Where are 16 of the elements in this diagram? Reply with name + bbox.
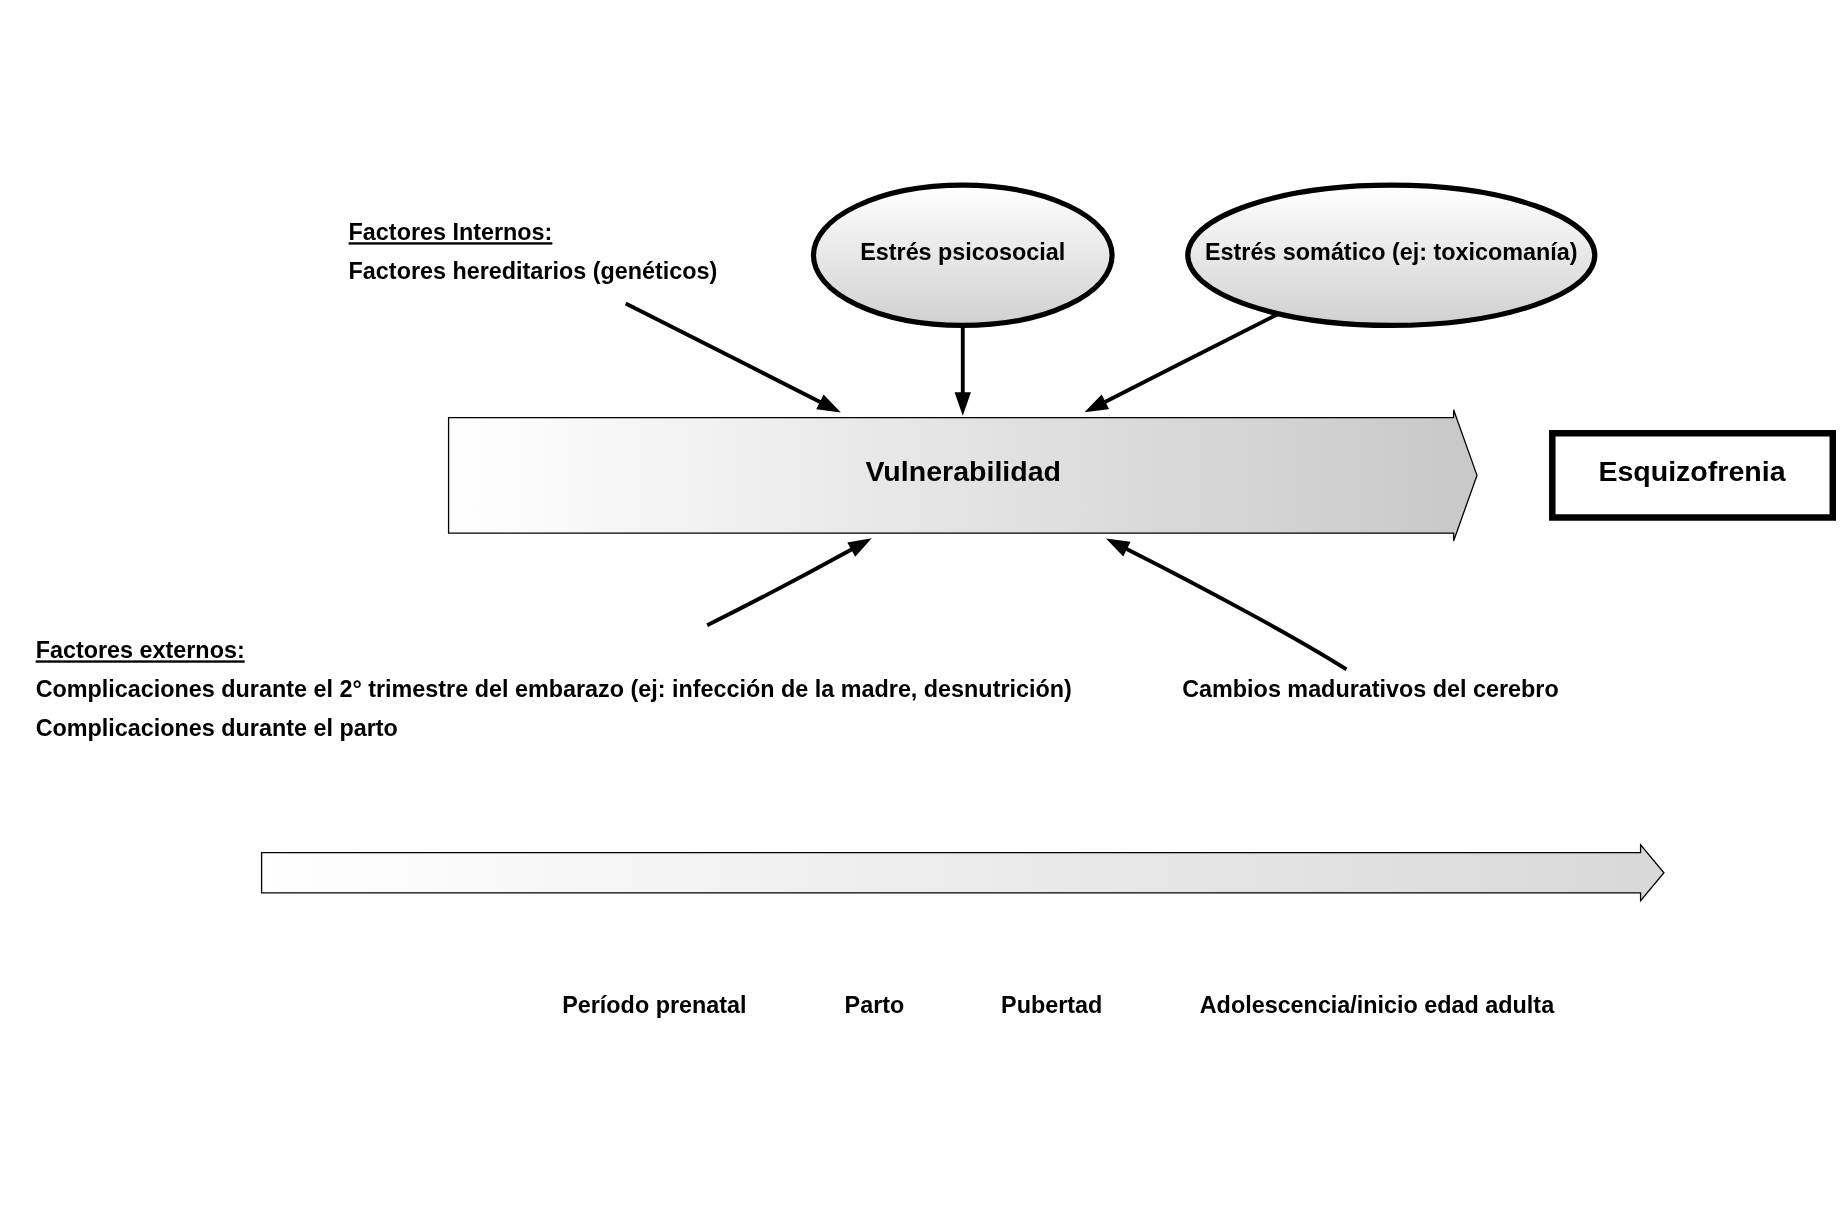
node-ellipse: Estrés psicosocial [810, 182, 1115, 329]
node-box: Esquizofrenia [1549, 429, 1836, 521]
label: Adolescencia/inicio edad adulta [1199, 991, 1555, 1018]
node-text: Factores externos: Complicaciones durante el 2° trimestre del embarazo (ej: infección de la madre, desnutrición) Complicaciones durante el parto [35, 637, 1072, 742]
node-arrow [260, 843, 1665, 903]
node-text: Cambios madurativos del cerebro [1182, 676, 1559, 703]
arrow [624, 301, 841, 413]
node-text: Factores Internos: Factores hereditarios (genéticos) [348, 219, 718, 285]
label: Período prenatal [562, 991, 747, 1018]
arrow [706, 538, 872, 628]
arrow [954, 326, 971, 416]
arrow [1105, 538, 1348, 672]
node-ellipse: Estrés somático (ej: toxicomanía) [1185, 182, 1598, 329]
arrow [1084, 312, 1280, 413]
label: Parto [844, 991, 905, 1018]
label: Pubertad [1001, 991, 1103, 1018]
